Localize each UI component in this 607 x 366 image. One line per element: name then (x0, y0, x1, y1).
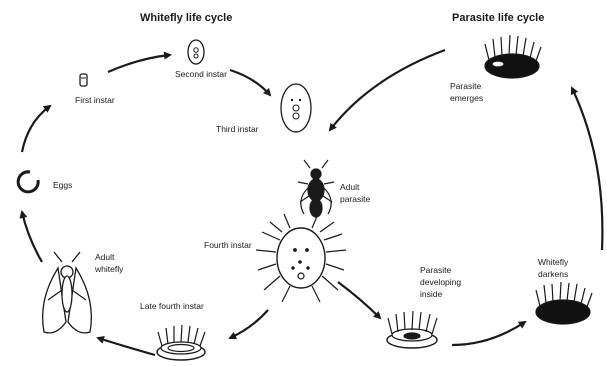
label-parasite-emerges-line2: emerges (450, 93, 483, 103)
label-parasite-emerges-line1: Parasite (450, 81, 481, 91)
arrow-fourth-instar-to-developing (338, 282, 380, 318)
label-parasite-developing-line3: inside (420, 289, 442, 299)
parasite-emerges-icon (485, 35, 541, 78)
label-adult-whitefly-line2: whitefly (95, 264, 123, 274)
label-fourth-instar: Fourth instar (204, 240, 252, 250)
parasite-developing-icon (387, 311, 437, 348)
whitefly-darkens-icon (536, 282, 592, 324)
label-second-instar: Second instar (175, 69, 227, 79)
parasite-cycle-title: Parasite life cycle (452, 12, 544, 24)
label-third-instar: Third instar (216, 124, 259, 134)
whitefly-cycle-title: Whitefly life cycle (140, 12, 232, 24)
label-first-instar: First instar (75, 95, 115, 105)
fourth-instar-icon (256, 214, 346, 302)
arrow-fourth-to-late-fourth-instar (230, 310, 268, 338)
label-eggs: Eggs (53, 180, 72, 190)
label-adult-parasite-line1: Adult (340, 182, 359, 192)
first-instar-icon (80, 74, 87, 86)
label-whitefly-darkens-line1: Whitefly (538, 257, 568, 267)
third-instar-icon (281, 84, 311, 132)
late-fourth-instar-icon (157, 325, 205, 360)
arrow-adult-whitefly-to-eggs (22, 212, 42, 262)
eggs-icon (18, 172, 38, 192)
label-whitefly-darkens-line2: darkens (538, 269, 568, 279)
adult-parasite-icon (298, 160, 334, 217)
arrow-emerges-to-adult-parasite (330, 50, 445, 130)
arrow-second-to-third-instar (230, 70, 270, 95)
arrow-late-fourth-to-adult-whitefly (98, 338, 155, 355)
second-instar-icon (188, 40, 204, 64)
adult-whitefly-icon (43, 252, 92, 333)
arrow-developing-to-darkens (452, 322, 525, 345)
arrow-eggs-to-first-instar (22, 106, 50, 152)
arrow-first-to-second-instar (108, 55, 170, 72)
label-adult-whitefly-line1: Adult (95, 252, 114, 262)
label-parasite-developing-line2: developing (420, 277, 461, 287)
arrow-darkens-to-emerges (572, 88, 602, 250)
label-late-fourth-instar: Late fourth instar (140, 301, 204, 311)
label-adult-parasite-line2: parasite (340, 194, 370, 204)
label-parasite-developing-line1: Parasite (420, 265, 451, 275)
